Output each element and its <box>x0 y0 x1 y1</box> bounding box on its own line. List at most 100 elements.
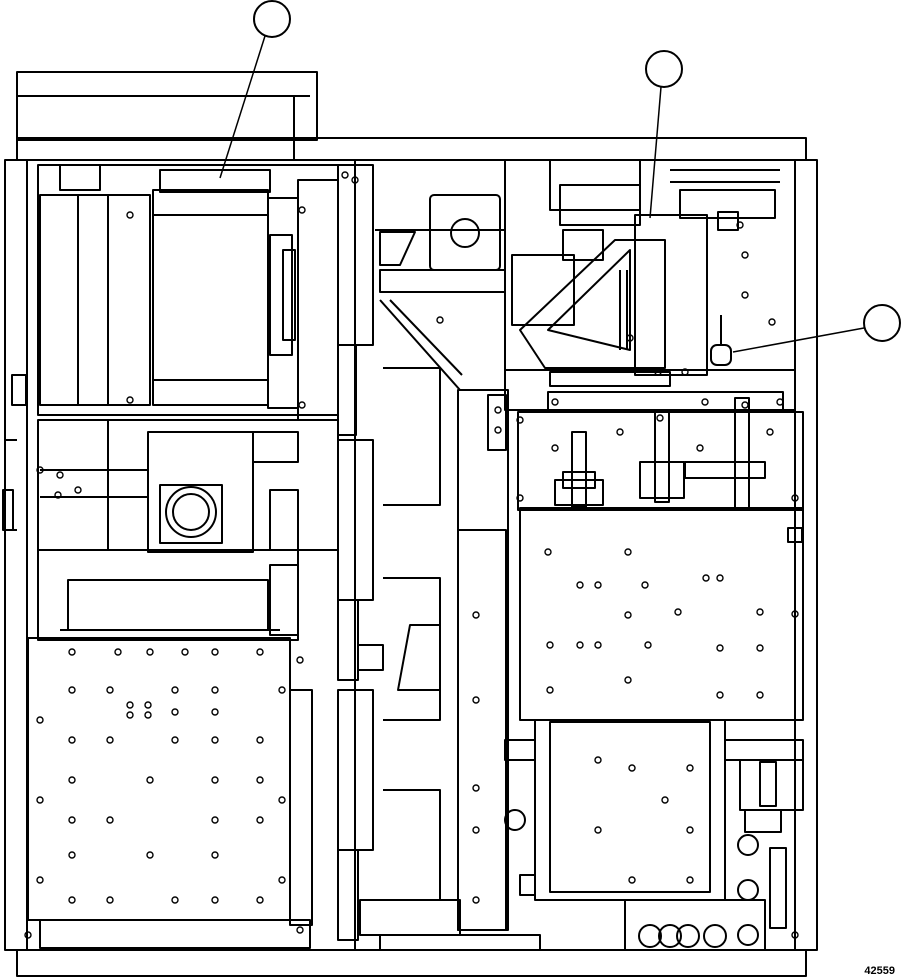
hole <box>171 708 179 716</box>
hole <box>576 581 584 589</box>
hole <box>278 796 286 804</box>
hole <box>624 676 632 684</box>
hole <box>594 641 602 649</box>
left-bottom-panel <box>27 637 313 949</box>
hole <box>351 176 359 184</box>
hole <box>741 401 749 409</box>
hole <box>278 876 286 884</box>
hole <box>791 931 799 939</box>
hole <box>594 756 602 764</box>
hole <box>576 641 584 649</box>
hole <box>144 711 152 719</box>
hole <box>791 494 799 502</box>
hole <box>516 494 524 502</box>
hole <box>68 776 76 784</box>
hole <box>68 686 76 694</box>
hole <box>616 428 624 436</box>
hole <box>146 851 154 859</box>
hole <box>472 784 480 792</box>
hole <box>144 701 152 709</box>
right-large-panel <box>519 507 804 721</box>
hole <box>701 398 709 406</box>
hole <box>472 896 480 904</box>
center-column <box>337 160 541 951</box>
figure-number: 42559 <box>864 965 895 977</box>
hole <box>641 581 649 589</box>
hole <box>472 696 480 704</box>
fastener-holes <box>24 171 799 939</box>
hole <box>686 876 694 884</box>
hole <box>551 444 559 452</box>
hole <box>624 548 632 556</box>
hole <box>768 318 776 326</box>
hole <box>296 656 304 664</box>
hole <box>696 444 704 452</box>
hole <box>594 826 602 834</box>
callout-1 <box>219 0 291 179</box>
hole <box>544 548 552 556</box>
hole <box>702 574 710 582</box>
hole <box>211 896 219 904</box>
right-lower-module <box>504 719 804 951</box>
right-upper-assembly <box>504 159 796 411</box>
hole <box>298 206 306 214</box>
hole <box>211 686 219 694</box>
hole <box>74 486 82 494</box>
hole <box>716 574 724 582</box>
hole <box>68 648 76 656</box>
callout-balloon-1 <box>253 0 291 38</box>
hole <box>211 776 219 784</box>
hole <box>36 876 44 884</box>
hole <box>146 648 154 656</box>
hole <box>278 686 286 694</box>
hole <box>68 816 76 824</box>
hole <box>181 648 189 656</box>
hole <box>211 816 219 824</box>
hole <box>494 406 502 414</box>
cable-glands <box>504 809 759 948</box>
hole <box>146 776 154 784</box>
hole <box>546 686 554 694</box>
hole <box>54 491 62 499</box>
hole <box>171 736 179 744</box>
hole <box>211 736 219 744</box>
hole <box>686 764 694 772</box>
hole <box>546 641 554 649</box>
hole <box>171 896 179 904</box>
hole <box>126 211 134 219</box>
hole <box>551 398 559 406</box>
hole <box>756 608 764 616</box>
hole <box>56 471 64 479</box>
hole <box>126 396 134 404</box>
callout-balloon-2 <box>645 50 683 88</box>
hole <box>171 686 179 694</box>
hole <box>681 368 689 376</box>
hole <box>628 876 636 884</box>
hole <box>106 686 114 694</box>
hole <box>628 764 636 772</box>
callout-balloon-3 <box>863 304 901 342</box>
hole <box>656 414 664 422</box>
hole <box>68 851 76 859</box>
hole <box>211 648 219 656</box>
cabinet-frame <box>2 71 818 977</box>
hole <box>256 896 264 904</box>
hole <box>211 851 219 859</box>
hole <box>296 926 304 934</box>
callout-2 <box>645 50 683 219</box>
hole <box>661 796 669 804</box>
hole <box>791 610 799 618</box>
hole <box>472 826 480 834</box>
hole <box>741 251 749 259</box>
left-middle-module <box>37 419 339 636</box>
hole <box>436 316 444 324</box>
hole <box>494 426 502 434</box>
hole <box>298 401 306 409</box>
hole <box>756 644 764 652</box>
hole <box>756 691 764 699</box>
hole <box>36 716 44 724</box>
hole <box>626 334 634 342</box>
hole <box>736 221 744 229</box>
hole <box>256 736 264 744</box>
